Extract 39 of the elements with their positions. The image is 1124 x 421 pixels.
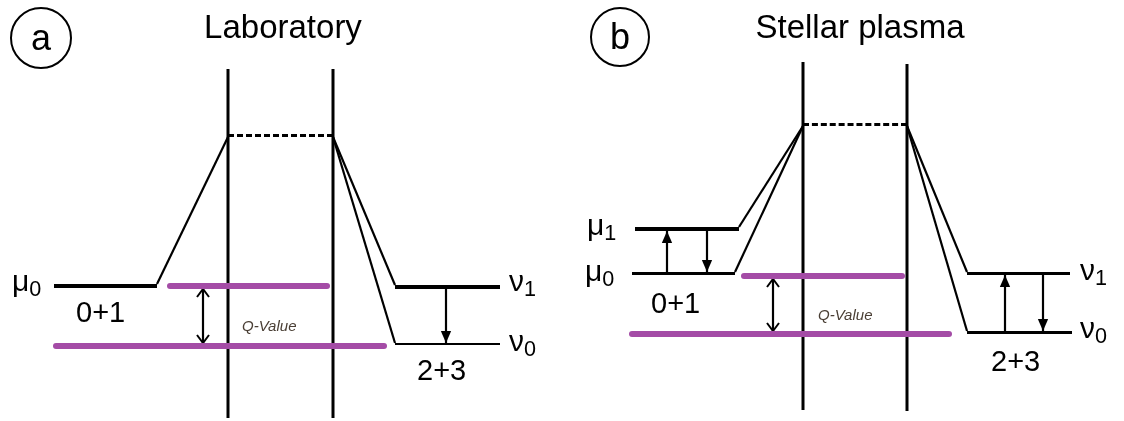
energy-level-line — [395, 343, 500, 345]
panel-marker: a — [10, 7, 72, 69]
energy-threshold-line — [741, 273, 905, 279]
dashed-level-line — [803, 123, 907, 126]
arrow — [661, 231, 673, 272]
level-label: ν$_{0}$ — [1080, 313, 1107, 347]
energy-level-line — [967, 331, 1072, 334]
arrow — [999, 275, 1011, 331]
level-label: ν$_{1}$ — [509, 266, 536, 300]
level-label: μ$_{0}$ — [585, 256, 615, 290]
panel-marker: b — [590, 7, 650, 67]
channel-label: 0+1 — [76, 298, 126, 327]
arrow — [440, 289, 452, 343]
connector-line — [156, 136, 229, 285]
panel-title: Laboratory — [203, 10, 363, 43]
arrow — [701, 231, 713, 272]
energy-threshold-line — [629, 331, 952, 337]
energy-threshold-line — [167, 283, 330, 289]
arrow — [196, 288, 210, 344]
channel-label: 2+3 — [991, 347, 1041, 376]
arrow — [1037, 275, 1049, 331]
energy-threshold-line — [53, 343, 387, 349]
channel-label: 0+1 — [651, 289, 701, 318]
energy-level-line — [632, 272, 735, 275]
q-value-label: Q-Value — [242, 318, 297, 333]
level-label: μ$_{1}$ — [587, 210, 617, 244]
connector-line — [734, 125, 804, 273]
energy-level-line — [967, 272, 1070, 275]
level-label: ν$_{1}$ — [1080, 255, 1107, 289]
level-label: μ$_{0}$ — [12, 266, 42, 300]
q-value-label: Q-Value — [818, 307, 873, 322]
connector-line — [905, 125, 969, 332]
level-label: ν$_{0}$ — [509, 326, 536, 360]
panel-title: Stellar plasma — [754, 10, 966, 43]
connector-line — [331, 136, 397, 344]
channel-label: 2+3 — [417, 356, 467, 385]
arrow — [766, 278, 780, 332]
connector-line — [738, 125, 804, 228]
dashed-level-line — [228, 134, 333, 137]
